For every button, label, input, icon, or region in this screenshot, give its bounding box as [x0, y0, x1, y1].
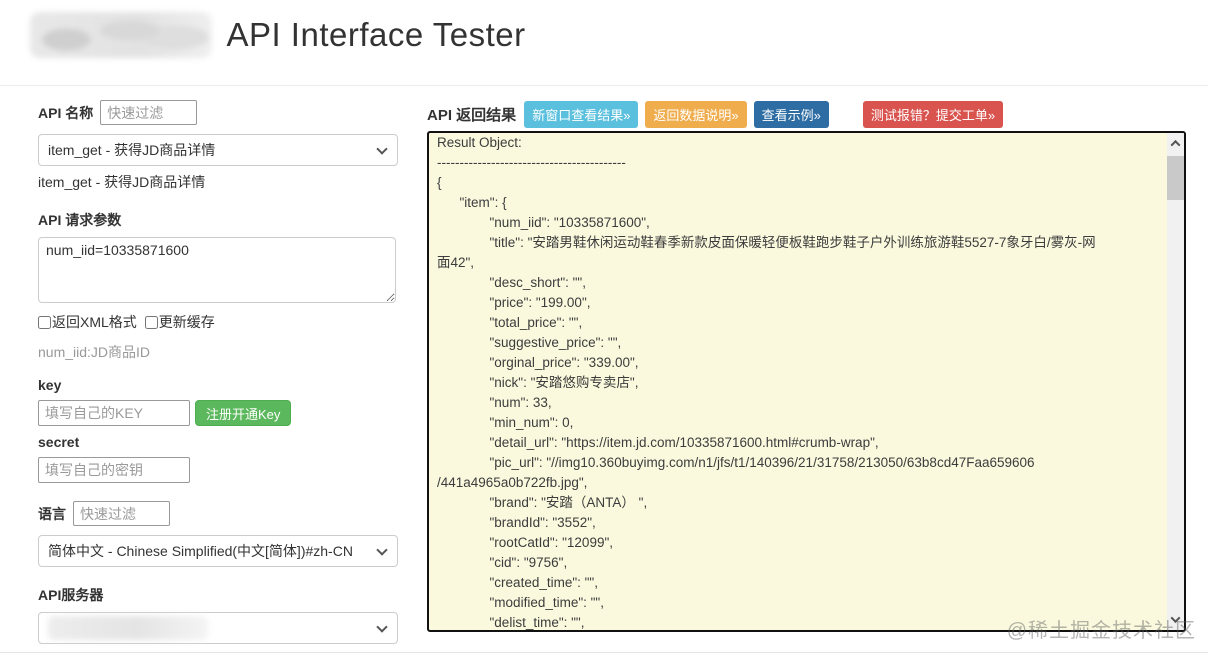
api-name-label: API 名称: [38, 104, 94, 121]
server-value-redacted: [48, 616, 208, 640]
api-select-caption: item_get - 获得JD商品详情: [38, 174, 206, 190]
params-hint: num_iid:JD商品ID: [38, 344, 151, 360]
result-scrollbar[interactable]: [1167, 133, 1184, 630]
output-line: "brandId": "3552",: [437, 515, 596, 530]
lang-select-wrap: 简体中文 - Chinese Simplified(中文[简体])#zh-CN: [38, 535, 398, 567]
scroll-down-button[interactable]: [1167, 611, 1184, 628]
output-line: "total_price": "",: [437, 315, 583, 330]
output-line: "created_time": "",: [437, 575, 598, 590]
scroll-up-button[interactable]: [1167, 135, 1184, 152]
bottom-divider: [0, 652, 1208, 653]
key-label: key: [38, 377, 62, 393]
scrollbar-thumb[interactable]: [1167, 156, 1184, 200]
output-line: "nick": "安踏悠购专卖店",: [437, 375, 639, 390]
register-key-button[interactable]: 注册开通Key: [195, 400, 292, 426]
output-line: "suggestive_price": "",: [437, 335, 622, 350]
lang-filter-input[interactable]: [73, 501, 170, 526]
output-line: 面42",: [437, 255, 475, 270]
output-line: "price": "199.00",: [437, 295, 591, 310]
server-label: API服务器: [38, 587, 104, 603]
chevron-up-icon: [1170, 139, 1181, 150]
output-line: "detail_url": "https://item.jd.com/10335…: [437, 435, 879, 450]
output-line: Result Object:: [437, 135, 522, 150]
output-line: {: [437, 175, 442, 190]
output-line: "num_iid": "10335871600",: [437, 215, 650, 230]
result-output-box: Result Object: --------------------------…: [427, 131, 1186, 632]
output-line: "pic_url": "//img10.360buyimg.com/n1/jfs…: [437, 455, 1035, 470]
result-title: API 返回结果: [427, 106, 517, 124]
refresh-cache-label: 更新缓存: [158, 314, 215, 330]
output-line: ----------------------------------------…: [437, 155, 626, 170]
secret-input[interactable]: [38, 457, 190, 483]
community-watermark: @稀土掘金技术社区: [1006, 620, 1196, 642]
xml-format-checkbox[interactable]: [38, 315, 51, 329]
output-line: "item": {: [437, 195, 507, 210]
result-panel: API 返回结果 新窗口查看结果» 返回数据说明» 查看示例» 测试报错？提交工…: [427, 86, 1187, 657]
output-line: "delist_time": "",: [437, 615, 585, 630]
main-content: API 名称 item_get - 获得JD商品详情 item_get - 获得…: [0, 86, 1208, 657]
api-filter-input[interactable]: [100, 100, 198, 125]
api-select[interactable]: item_get - 获得JD商品详情: [38, 134, 398, 166]
params-textarea[interactable]: num_iid=10335871600: [38, 237, 396, 303]
output-line: "title": "安踏男鞋休闲运动鞋春季新款皮面保暖轻便板鞋跑步鞋子户外训练旅…: [437, 235, 1096, 250]
return-data-doc-button[interactable]: 返回数据说明»: [645, 100, 747, 128]
output-line: "rootCatId": "12099",: [437, 535, 614, 550]
open-result-new-window-button[interactable]: 新窗口查看结果»: [524, 100, 639, 128]
page-title: API Interface Tester: [226, 16, 526, 53]
key-input[interactable]: [38, 400, 190, 426]
site-logo: [30, 12, 212, 58]
output-line: "modified_time": "",: [437, 595, 604, 610]
page-header: API Interface Tester: [0, 0, 1208, 86]
secret-label: secret: [38, 434, 80, 450]
xml-format-label: 返回XML格式: [52, 314, 137, 330]
view-example-button[interactable]: 查看示例»: [753, 100, 829, 128]
output-line: "orginal_price": "339.00",: [437, 355, 639, 370]
refresh-cache-checkbox[interactable]: [144, 315, 158, 329]
api-select-wrap: item_get - 获得JD商品详情: [38, 134, 398, 166]
result-json-output: Result Object: --------------------------…: [429, 133, 1184, 630]
output-line: "num": 33,: [437, 395, 552, 410]
server-select-wrap: [38, 612, 398, 644]
params-label: API 请求参数: [38, 212, 122, 228]
output-line: "brand": "安踏（ANTA） ",: [437, 495, 648, 510]
output-line: "min_num": 0,: [437, 415, 574, 430]
request-form: API 名称 item_get - 获得JD商品详情 item_get - 获得…: [38, 86, 398, 657]
report-error-ticket-button[interactable]: 测试报错？提交工单»: [862, 100, 1004, 128]
output-line: "desc_short": "",: [437, 275, 586, 290]
output-line: /441a4965a0b722fb.jpg",: [437, 475, 588, 490]
output-line: "cid": "9756",: [437, 555, 568, 570]
lang-label: 语言: [38, 505, 66, 522]
lang-select[interactable]: 简体中文 - Chinese Simplified(中文[简体])#zh-CN: [38, 535, 398, 567]
